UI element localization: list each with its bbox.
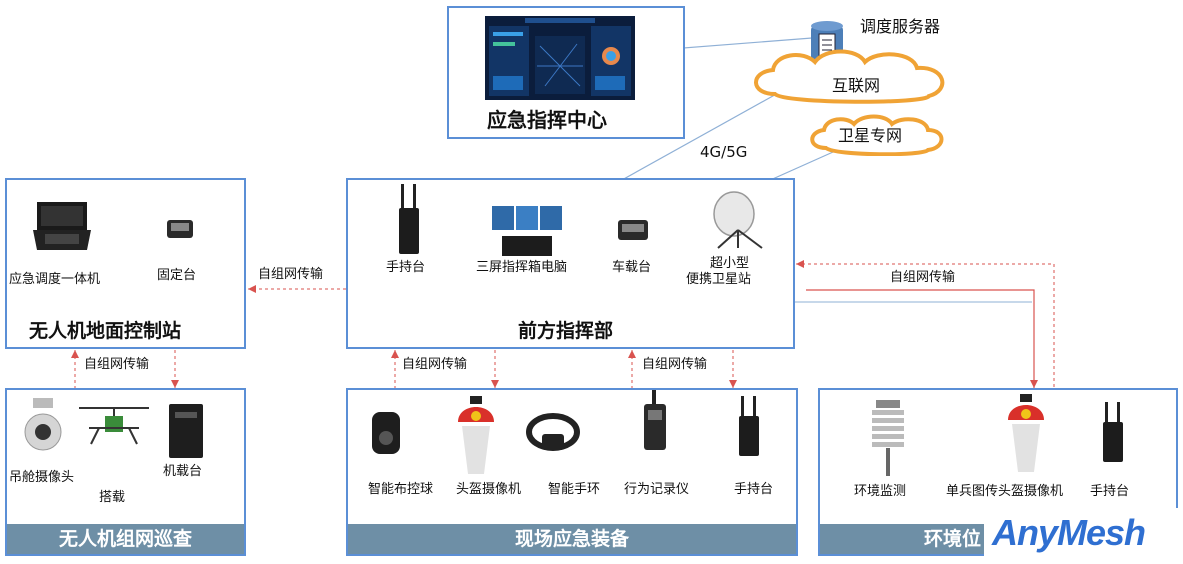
ground-station-title: 无人机地面控制站 [29,320,182,342]
drone-icon [69,398,159,448]
front-item-triple-screen: 三屏指挥箱电脑 [476,260,568,275]
server-label: 调度服务器 [860,17,941,36]
handheld-radio-env-icon [1102,402,1124,464]
triple-screen-laptop-icon [492,206,562,258]
drone-item-gimbal: 吊舱摄像头 [9,470,75,485]
airborne-radio-icon [167,402,205,460]
command-center-title: 应急指挥中心 [487,108,607,132]
fixed-radio-icon [165,218,195,240]
drone-mount-label: 搭载 [99,490,126,505]
dispatch-console-icon [31,202,93,252]
front-command-box: 手持台 三屏指挥箱电脑 车载台 超小型 便携卫星站 前方指挥部 [346,178,795,349]
link-ground-drone: 自组网传输 [84,357,150,372]
env-item-monitor: 环境监测 [854,484,907,499]
drone-patrol-box: 吊舱摄像头 机载台 搭载 无人机组网巡查 [5,388,246,556]
gimbal-camera-icon [23,398,63,456]
env-item-handheld: 手持台 [1090,484,1130,499]
body-recorder-icon [642,390,668,452]
satellite-cloud-icon [806,112,946,157]
front-item-handheld: 手持台 [386,260,426,275]
command-center-box: 应急指挥中心 [447,6,685,139]
satellite-net-label: 卫星专网 [838,126,903,145]
link-front-env: 自组网传输 [890,270,956,285]
front-item-ultra-small: 超小型 [710,256,750,271]
field-equipment-title: 现场应急装备 [348,524,796,554]
field-item-helmet: 头盔摄像机 [456,482,522,497]
field-item-dome: 智能布控球 [368,482,434,497]
helmet-camera-icon [454,396,498,476]
link-ground-front: 自组网传输 [258,267,324,282]
dashboard-screen-icon [485,16,635,100]
front-item-vehicle: 车载台 [612,260,652,275]
vehicle-radio-icon [616,218,650,242]
handheld-radio-field-icon [738,396,760,458]
environment-sensor-icon [868,400,908,478]
ground-item-dispatch: 应急调度一体机 [9,272,101,287]
ground-station-box: 应急调度一体机 固定台 无人机地面控制站 [5,178,246,349]
front-command-title: 前方指挥部 [518,320,614,342]
handheld-radio-icon [398,184,420,256]
satellite-dish-icon [708,190,768,250]
field-item-wristband: 智能手环 [548,482,601,497]
link-front-field-right: 自组网传输 [642,357,708,372]
field-item-recorder: 行为记录仪 [624,482,690,497]
ground-item-fixed: 固定台 [157,268,197,283]
drone-item-airborne: 机载台 [163,464,203,479]
smart-wristband-icon [526,410,580,454]
internet-cloud-icon [745,46,957,106]
link-front-field-left: 自组网传输 [402,357,468,372]
internet-label: 互联网 [832,76,881,95]
front-item-portable-sat: 便携卫星站 [686,272,752,287]
anymesh-logo: AnyMesh [984,508,1180,556]
anymesh-logo-text: AnyMesh [992,512,1146,553]
field-item-handheld: 手持台 [734,482,774,497]
drone-patrol-title: 无人机组网巡查 [7,524,244,554]
field-equipment-box: 智能布控球 头盔摄像机 智能手环 行为记录仪 手持台 现场应急装备 [346,388,798,556]
smart-dome-camera-icon [370,410,402,456]
env-item-helmet: 单兵图传头盔摄像机 [946,484,1064,499]
soldier-helmet-camera-icon [1004,394,1048,474]
link-4g5g-label: 4G/5G [700,143,748,161]
